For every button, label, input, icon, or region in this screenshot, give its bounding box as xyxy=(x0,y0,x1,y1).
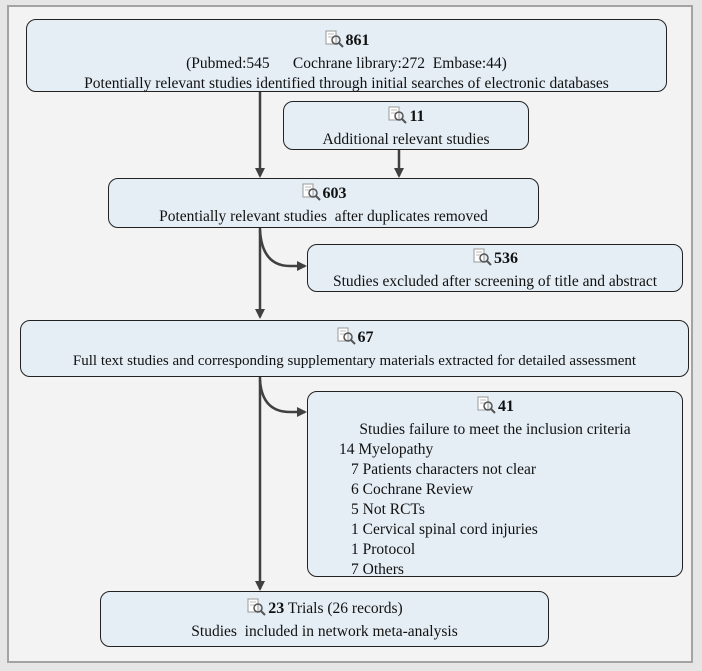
reason-item: 5 Not RCTs xyxy=(351,501,425,518)
reason-item: 14 Myelopathy xyxy=(339,441,434,458)
excluded-screening-count: 536 xyxy=(494,250,518,267)
fulltext-label: Full text studies and corresponding supp… xyxy=(72,353,637,369)
search-document-icon xyxy=(246,598,267,622)
deduplicated-records-box: 603 Potentially relevant studies after d… xyxy=(108,178,539,228)
fulltext-assessed-box: 67 Full text studies and corresponding s… xyxy=(20,320,689,377)
reason-item: 1 Cervical spinal cord injuries xyxy=(351,521,538,538)
excluded-screening-label: Studies excluded after screening of titl… xyxy=(332,273,658,290)
search-document-icon xyxy=(387,106,408,130)
included-label: Studies included in network meta-analysi… xyxy=(191,623,458,640)
arrow-fulltext-to-excluded xyxy=(258,379,307,417)
deduplicated-count: 603 xyxy=(322,185,347,202)
search-document-icon xyxy=(324,30,344,54)
deduplicated-label: Potentially relevant studies after dupli… xyxy=(159,208,488,225)
reason-item: 6 Cochrane Review xyxy=(351,481,474,498)
reason-item: 7 Others xyxy=(351,561,404,578)
additional-count: 11 xyxy=(409,108,425,125)
fulltext-count: 67 xyxy=(357,329,374,346)
identified-count: 861 xyxy=(345,32,370,49)
arrow-deduplicated-to-excluded xyxy=(258,229,307,271)
excluded-fulltext-count: 41 xyxy=(498,398,514,415)
search-document-icon xyxy=(472,248,492,272)
additional-records-box: 11 Additional relevant studies xyxy=(283,101,529,150)
reason-item: 1 Protocol xyxy=(351,541,416,558)
identified-records-box: 861 (Pubmed:545 Cochrane library:272 Emb… xyxy=(26,19,667,92)
identified-label: Potentially relevant studies identified … xyxy=(84,75,609,92)
exclusion-reasons-list: 14 Myelopathy 7 Patients characters not … xyxy=(308,440,682,580)
included-studies-box: 23 Trials (26 records) Studies included … xyxy=(100,591,549,647)
search-document-icon xyxy=(476,396,496,420)
included-count: 23 xyxy=(268,600,285,617)
reason-item: 7 Patients characters not clear xyxy=(351,461,537,478)
additional-label: Additional relevant studies xyxy=(322,131,490,148)
search-document-icon xyxy=(301,183,321,207)
excluded-fulltext-box: 41 Studies failure to meet the inclusion… xyxy=(307,391,683,580)
identified-breakdown: (Pubmed:545 Cochrane library:272 Embase:… xyxy=(186,55,507,72)
excluded-screening-box: 536 Studies excluded after screening of … xyxy=(307,244,683,292)
search-document-icon xyxy=(336,327,356,351)
included-count-suffix: Trials (26 records) xyxy=(284,600,403,617)
excluded-fulltext-label: Studies failure to meet the inclusion cr… xyxy=(359,421,631,438)
